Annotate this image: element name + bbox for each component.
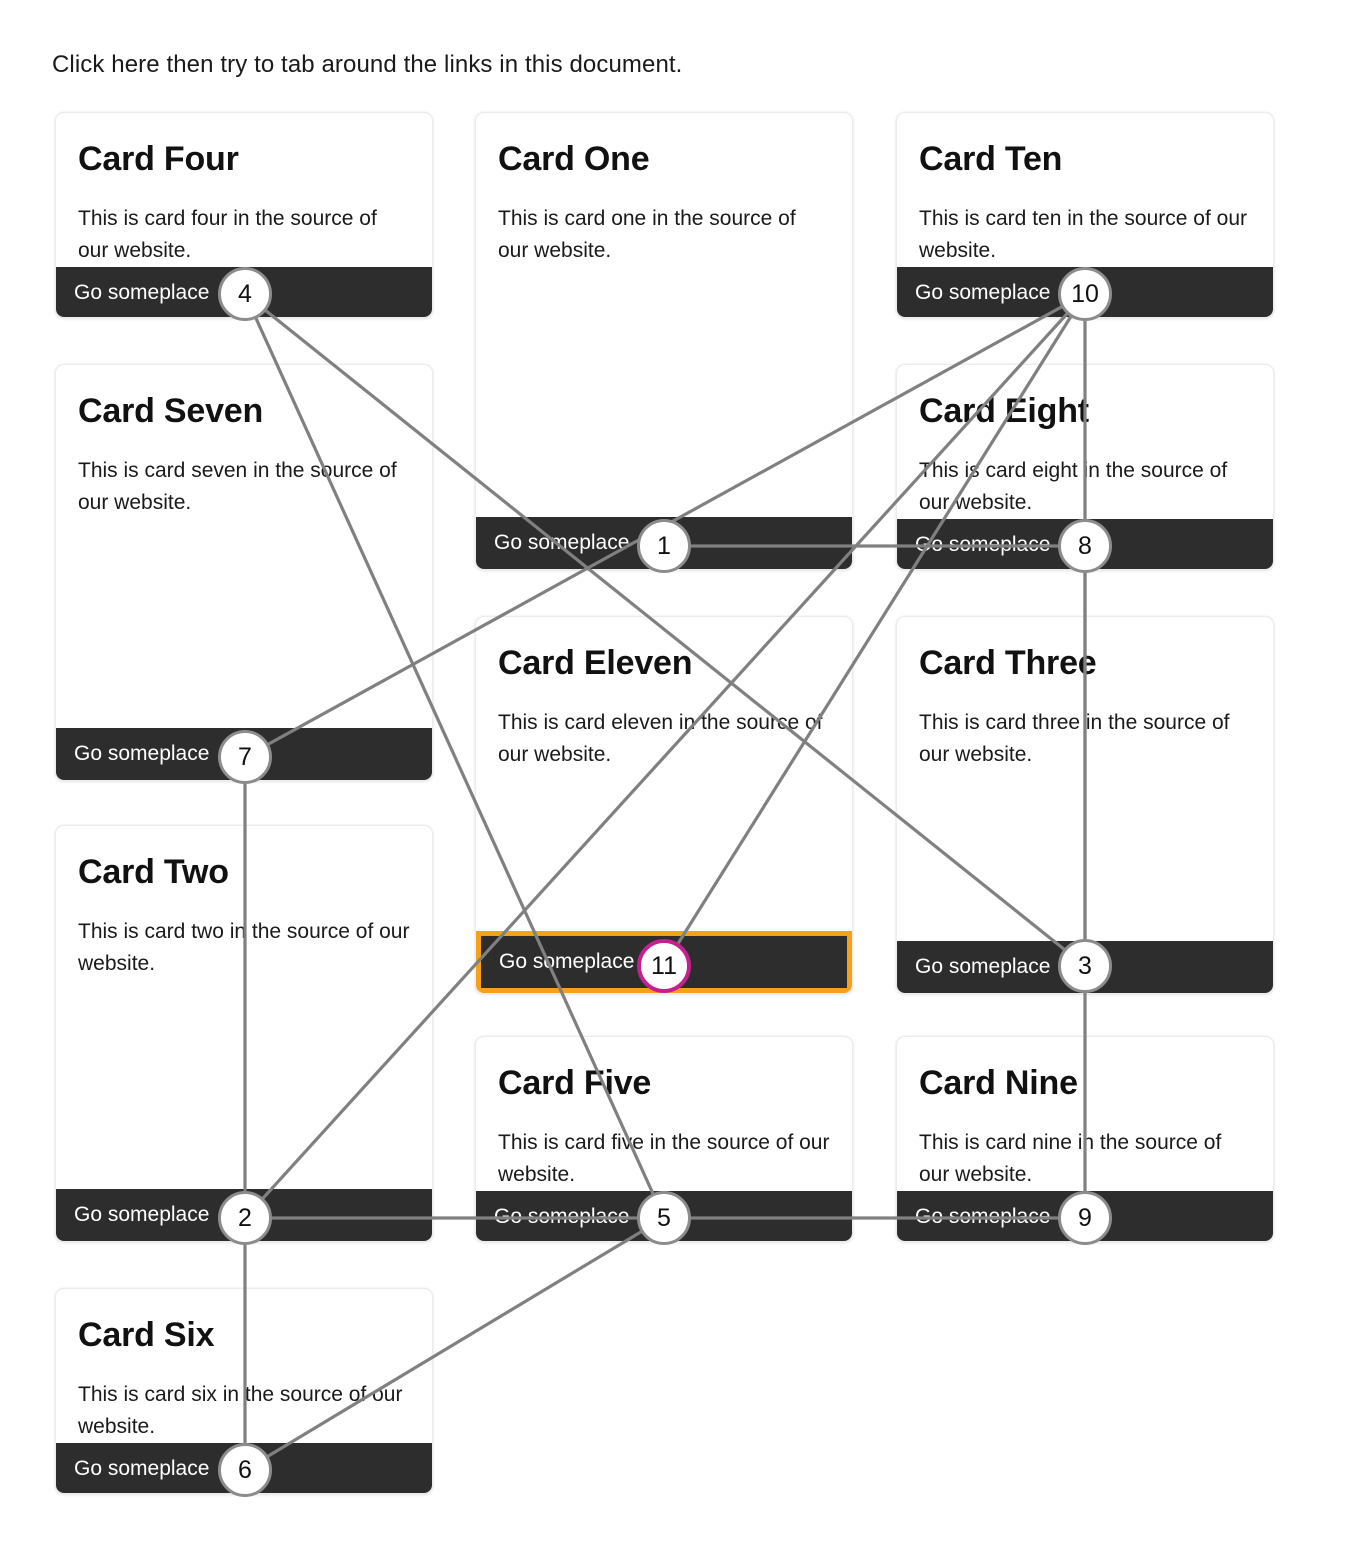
card-title: Card One	[498, 140, 650, 178]
card-five[interactable]: Card Five This is card five in the sourc…	[475, 1036, 853, 1242]
card-body-text: This is card eleven in the source of our…	[498, 711, 823, 766]
card-body-text: This is card ten in the source of our we…	[919, 207, 1247, 262]
card-nine[interactable]: Card Nine This is card nine in the sourc…	[896, 1036, 1274, 1242]
card-body-text: This is card four in the source of our w…	[78, 207, 377, 262]
card-title: Card Seven	[78, 392, 264, 430]
card-body-text: This is card nine in the source of our w…	[919, 1131, 1222, 1186]
card-title: Card Two	[78, 853, 229, 891]
card-ten[interactable]: Card Ten This is card ten in the source …	[896, 112, 1274, 318]
card-two[interactable]: Card Two This is card two in the source …	[55, 825, 433, 1242]
card-eight[interactable]: Card Eight This is card eight in the sou…	[896, 364, 1274, 570]
card-three[interactable]: Card Three This is card three in the sou…	[896, 616, 1274, 994]
page-instruction: Click here then try to tab around the li…	[52, 51, 683, 78]
card-link[interactable]: Go someplace	[897, 941, 1273, 993]
card-link[interactable]: Go someplace	[56, 728, 432, 780]
card-link[interactable]: Go someplace	[897, 1191, 1273, 1241]
card-four[interactable]: Card Four This is card four in the sourc…	[55, 112, 433, 318]
card-body-text: This is card two in the source of our we…	[78, 920, 410, 975]
card-body-text: This is card seven in the source of our …	[78, 459, 397, 514]
card-body-text: This is card eight in the source of our …	[919, 459, 1228, 514]
card-title: Card Five	[498, 1064, 652, 1102]
card-link-focused[interactable]: Go someplace	[476, 931, 852, 993]
card-title: Card Nine	[919, 1064, 1078, 1102]
card-link[interactable]: Go someplace	[897, 519, 1273, 569]
card-eleven[interactable]: Card Eleven This is card eleven in the s…	[475, 616, 853, 994]
card-link[interactable]: Go someplace	[56, 1443, 432, 1493]
card-title: Card Four	[78, 140, 239, 178]
card-seven[interactable]: Card Seven This is card seven in the sou…	[55, 364, 433, 781]
card-body-text: This is card one in the source of our we…	[498, 207, 796, 262]
card-title: Card Three	[919, 644, 1097, 682]
card-body-text: This is card three in the source of our …	[919, 711, 1230, 766]
card-six[interactable]: Card Six This is card six in the source …	[55, 1288, 433, 1494]
card-body-text: This is card five in the source of our w…	[498, 1131, 830, 1186]
card-title: Card Eight	[919, 392, 1089, 430]
card-one[interactable]: Card One This is card one in the source …	[475, 112, 853, 570]
card-title: Card Six	[78, 1316, 215, 1354]
card-link[interactable]: Go someplace	[56, 267, 432, 317]
card-link[interactable]: Go someplace	[56, 1189, 432, 1241]
card-title: Card Ten	[919, 140, 1063, 178]
card-link[interactable]: Go someplace	[897, 267, 1273, 317]
card-link[interactable]: Go someplace	[476, 517, 852, 569]
card-link[interactable]: Go someplace	[476, 1191, 852, 1241]
card-body-text: This is card six in the source of our we…	[78, 1383, 403, 1438]
card-title: Card Eleven	[498, 644, 693, 682]
